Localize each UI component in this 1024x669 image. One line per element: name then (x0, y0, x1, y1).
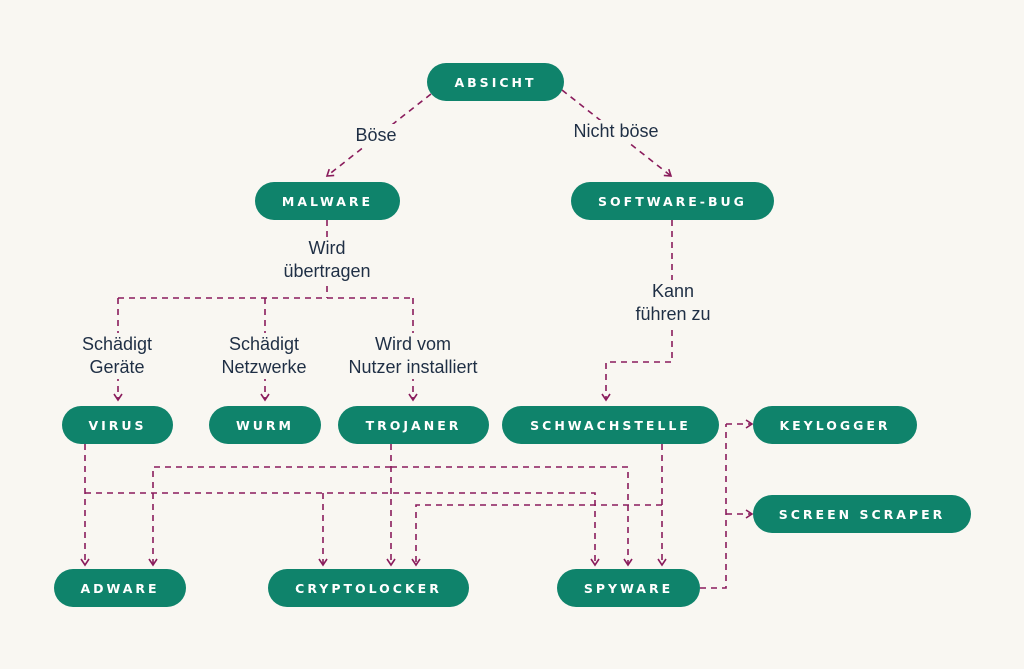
node-adware: ADWARE (54, 569, 186, 607)
label-kann-fuehren-zu: Kann führen zu (633, 280, 713, 326)
label-schaedigt-netzwerke: Schädigt Netzwerke (219, 333, 309, 379)
node-schwachstelle: SCHWACHSTELLE (502, 406, 719, 444)
connector-spyware-right (700, 424, 727, 589)
node-absicht: ABSICHT (427, 63, 564, 101)
node-software-bug: SOFTWARE-BUG (571, 182, 774, 220)
node-malware: MALWARE (255, 182, 400, 220)
label-boese: Böse (353, 124, 399, 147)
arrow-trojaner-spyware (391, 466, 633, 567)
arrow-schwachstelle-cryptolocker (411, 504, 662, 567)
node-keylogger: KEYLOGGER (753, 406, 917, 444)
node-wurm: WURM (209, 406, 321, 444)
node-spyware: SPYWARE (557, 569, 700, 607)
arrow-virus-spyware (85, 492, 600, 567)
label-wird-vom-nutzer: Wird vom Nutzer installiert (346, 333, 480, 379)
node-cryptolocker: CRYPTOLOCKER (268, 569, 469, 607)
node-screen-scraper: SCREEN SCRAPER (753, 495, 971, 533)
node-trojaner: TROJANER (338, 406, 489, 444)
arrow-trojaner-adware (148, 466, 391, 567)
label-nicht-boese: Nicht böse (571, 120, 661, 143)
label-wird-uebertragen: Wird übertragen (281, 237, 373, 283)
label-schaedigt-geraete: Schädigt Geräte (79, 333, 155, 379)
node-virus: VIRUS (62, 406, 173, 444)
